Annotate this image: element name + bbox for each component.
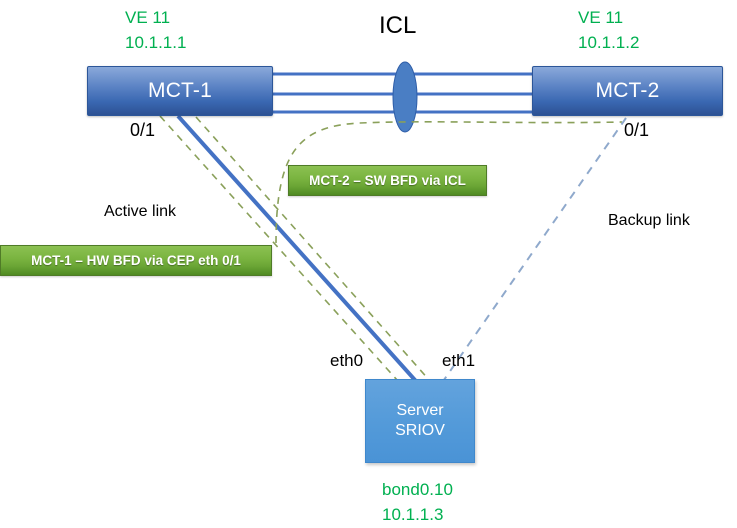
annotation-ve11-mct1-line2: 10.1.1.1	[125, 32, 187, 52]
label-backup-link: Backup link	[608, 212, 690, 229]
node-server[interactable]: Server SRIOV	[365, 379, 475, 463]
annotation-ve11-mct1: VE 11 10.1.1.1	[125, 6, 186, 55]
port-label-mct2-0-1: 0/1	[624, 120, 650, 140]
annotation-ve11-mct2-line1: VE 11	[578, 8, 624, 27]
node-server-label-line1: Server	[396, 402, 444, 419]
node-mct-2-label: MCT-2	[595, 79, 660, 102]
callout-mct1-hw-bfd-via-cep[interactable]: MCT-1 – HW BFD via CEP eth 0/1	[0, 245, 272, 276]
callout-mct1-hw-bfd-via-cep-text: MCT-1 – HW BFD via CEP eth 0/1	[31, 253, 241, 268]
node-mct-2[interactable]: MCT-2	[532, 66, 723, 116]
port-label-mct1-0-1: 0/1	[130, 120, 156, 140]
icl-ellipse-icon	[392, 61, 418, 133]
annotation-ve11-mct2: VE 11 10.1.1.2	[578, 6, 639, 55]
annotation-bond-server-line1: bond0.10	[382, 480, 453, 499]
node-server-label-line2: SRIOV	[395, 422, 445, 439]
annotation-ve11-mct1-line1: VE 11	[125, 8, 171, 27]
annotation-bond-server-line2: 10.1.1.3	[382, 504, 444, 524]
node-mct-1-label: MCT-1	[148, 79, 212, 102]
callout-mct2-sw-bfd-via-icl-text: MCT-2 – SW BFD via ICL	[309, 173, 466, 188]
callout-mct2-sw-bfd-via-icl[interactable]: MCT-2 – SW BFD via ICL	[288, 165, 487, 196]
label-active-link: Active link	[104, 203, 177, 220]
icl-title: ICL	[379, 12, 417, 39]
node-mct-1[interactable]: MCT-1	[87, 66, 273, 116]
annotation-ve11-mct2-line2: 10.1.1.2	[578, 32, 640, 52]
label-eth0: eth0	[330, 351, 364, 370]
annotation-bond-server: bond0.10 10.1.1.3	[382, 478, 453, 527]
label-eth1: eth1	[442, 351, 476, 370]
